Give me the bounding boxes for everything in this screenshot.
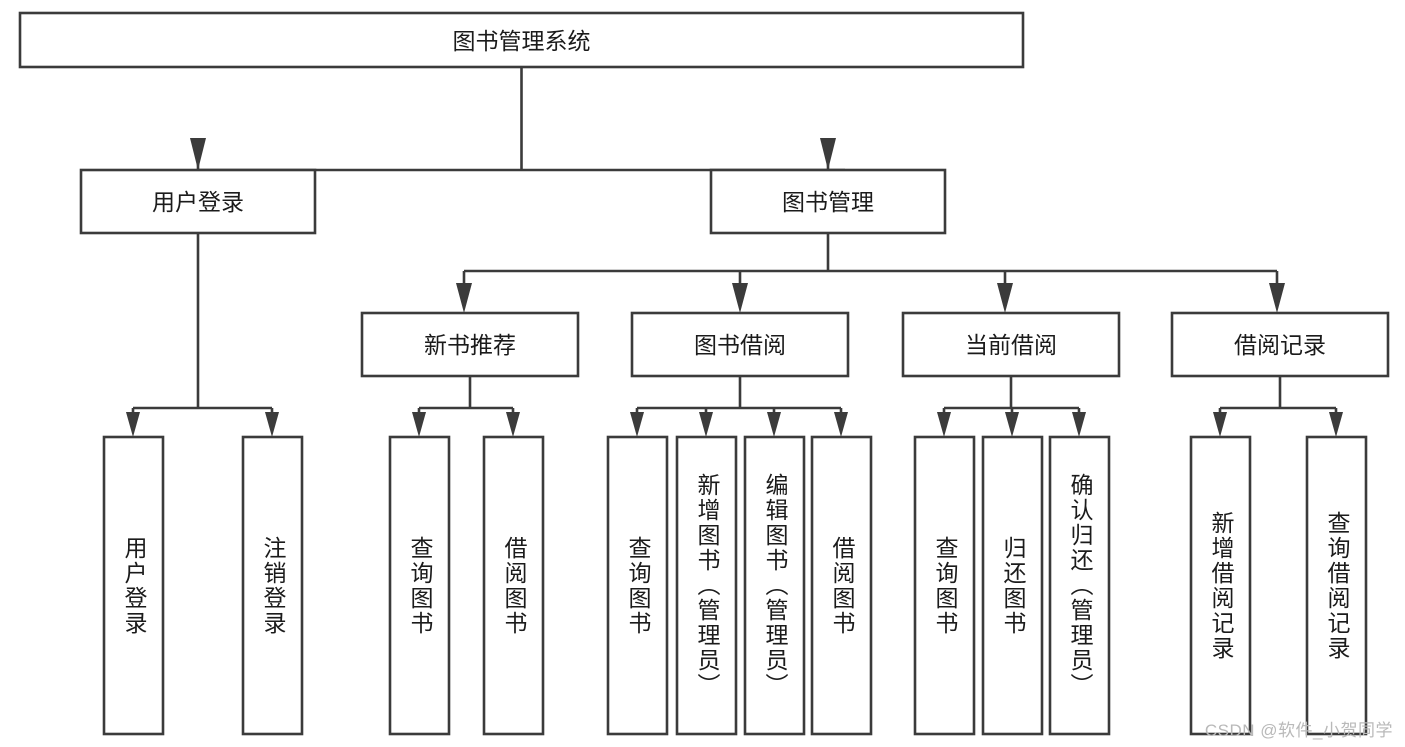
leaf-query-book-2-box[interactable] — [606, 435, 669, 736]
arrow-head-leaf-query-book-2 — [630, 412, 644, 437]
arrow-head-leaf-borrow-book-2 — [834, 412, 848, 437]
arrow-head-leaf-add-book — [699, 412, 713, 437]
node-root-label: 图书管理系统 — [453, 28, 591, 54]
arrow-head-leaf-add-record — [1213, 412, 1227, 437]
node-borrow-record-label: 借阅记录 — [1234, 332, 1326, 358]
leaf-user-login-box[interactable] — [102, 435, 165, 736]
node-user-login-box[interactable] — [79, 168, 317, 235]
node-user-login-label: 用户登录 — [152, 189, 244, 215]
leaf-query-record-box[interactable] — [1305, 435, 1368, 736]
arrow-head-leaf-confirm-return — [1072, 412, 1086, 437]
arrow-head-book-borrow — [732, 283, 748, 313]
arrow-head-leaf-query-book-1 — [412, 412, 426, 437]
leaf-borrow-book-1-box[interactable] — [482, 435, 545, 736]
leaf-add-book-box[interactable] — [675, 435, 738, 736]
leaf-query-book-1-box[interactable] — [388, 435, 451, 736]
leaf-confirm-return-box[interactable] — [1048, 435, 1111, 736]
node-borrow-record[interactable]: 借阅记录 — [1170, 311, 1390, 378]
arrow-head-new-book-recommend — [456, 283, 472, 313]
arrow-head-leaf-edit-book — [767, 412, 781, 437]
connector-layer — [126, 67, 1343, 437]
leaf-user-logout-box[interactable] — [241, 435, 304, 736]
leaf-edit-book-box[interactable] — [743, 435, 806, 736]
arrow-head-book-manage — [820, 138, 836, 170]
node-current-borrow-label: 当前借阅 — [965, 332, 1057, 358]
csdn-watermark: CSDN @软件_小贺同学 — [1204, 721, 1393, 740]
node-book-borrow-label: 图书借阅 — [694, 332, 786, 358]
arrow-head-user-login — [190, 138, 206, 170]
node-root[interactable]: 图书管理系统 — [18, 11, 1025, 69]
node-new-book-recommend-label: 新书推荐 — [424, 332, 516, 358]
node-book-borrow[interactable]: 图书借阅 — [630, 311, 850, 378]
node-root-box[interactable] — [18, 11, 1025, 69]
leaf-query-book-3-box[interactable] — [913, 435, 976, 736]
leaf-borrow-book-2-box[interactable] — [810, 435, 873, 736]
arrow-head-current-borrow — [997, 283, 1013, 313]
node-new-book-recommend-box[interactable] — [360, 311, 580, 378]
node-new-book-recommend[interactable]: 新书推荐 — [360, 311, 580, 378]
arrow-head-leaf-user-logout — [265, 412, 279, 437]
node-user-login[interactable]: 用户登录 — [79, 168, 317, 235]
node-book-manage[interactable]: 图书管理 — [709, 168, 947, 235]
node-borrow-record-box[interactable] — [1170, 311, 1390, 378]
node-current-borrow-box[interactable] — [901, 311, 1121, 378]
leaf-return-book-box[interactable] — [981, 435, 1044, 736]
leaf-add-record-box[interactable] — [1189, 435, 1252, 736]
arrow-head-leaf-borrow-book-1 — [506, 412, 520, 437]
leaf-layer — [102, 435, 1368, 736]
arrow-head-leaf-return-book — [1005, 412, 1019, 437]
arrow-head-leaf-query-book-3 — [937, 412, 951, 437]
node-book-manage-box[interactable] — [709, 168, 947, 235]
arrow-head-leaf-query-record — [1329, 412, 1343, 437]
arrow-head-borrow-record — [1269, 283, 1285, 313]
node-current-borrow[interactable]: 当前借阅 — [901, 311, 1121, 378]
arrow-head-leaf-user-login — [126, 412, 140, 437]
node-book-borrow-box[interactable] — [630, 311, 850, 378]
node-book-manage-label: 图书管理 — [782, 189, 874, 215]
